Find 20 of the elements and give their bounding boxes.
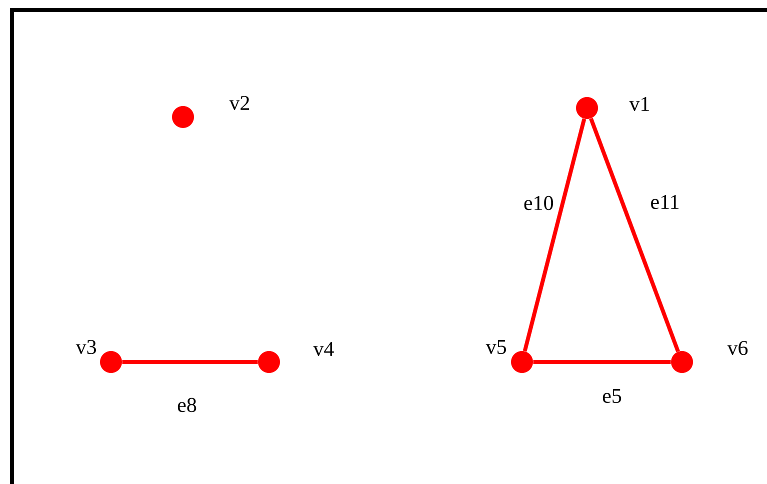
vertex-label: v5 [486, 340, 506, 354]
vertex-dot [100, 351, 122, 373]
edge-label: e10 [524, 196, 554, 210]
vertex-label: v2 [229, 96, 250, 110]
vertex-label: v6 [727, 340, 748, 356]
edge-line [589, 118, 680, 352]
edge-line [522, 118, 586, 352]
vertex-dot [172, 106, 194, 128]
edge-label: e8 [178, 398, 196, 412]
vertex-label: v4 [313, 342, 334, 356]
vertex-dot [671, 351, 693, 373]
vertex-dot [511, 351, 533, 373]
edge-label: e5 [602, 389, 622, 403]
vertex-dot [576, 97, 598, 119]
vertex-dot [258, 351, 280, 373]
edge-label: e11 [651, 194, 679, 210]
vertex-label: v1 [629, 96, 649, 112]
edge-line [122, 360, 258, 364]
edge-line [533, 360, 671, 364]
vertex-label: v3 [76, 340, 96, 354]
